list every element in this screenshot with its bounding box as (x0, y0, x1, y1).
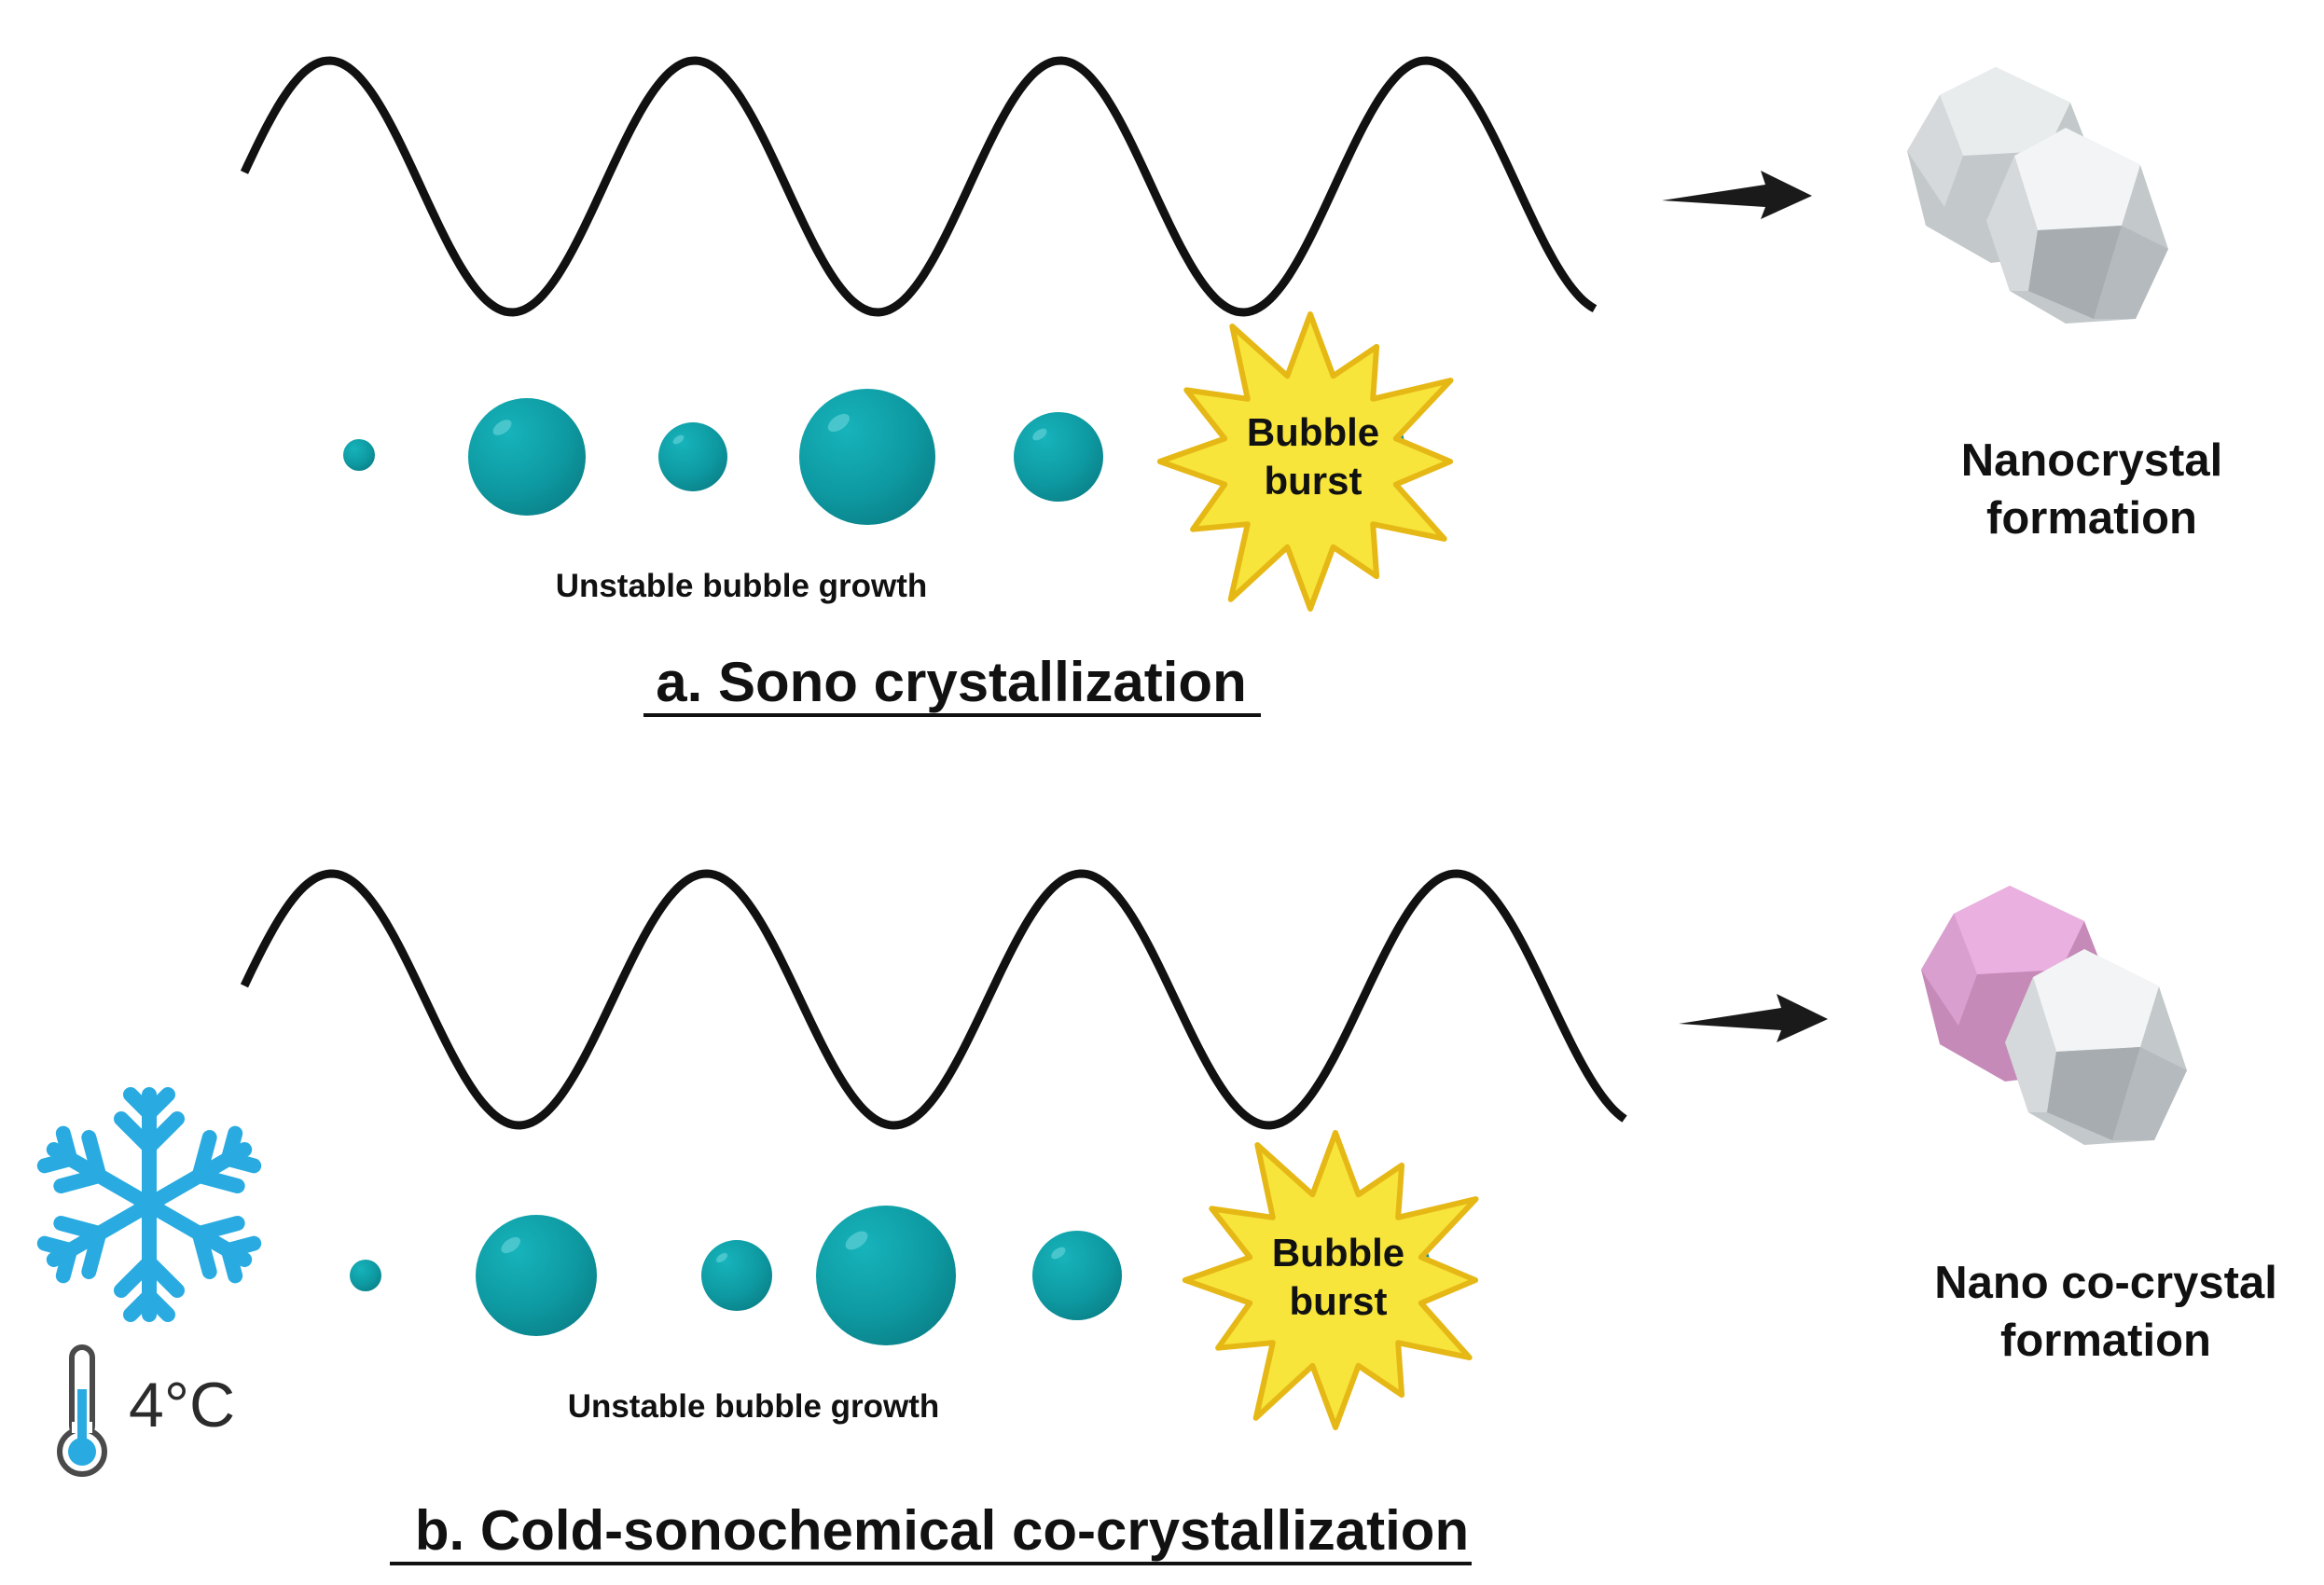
snowflake-arm (142, 1125, 262, 1212)
snowflake-arm (114, 1087, 185, 1212)
result-label-line2: formation (2000, 1316, 2211, 1366)
nano-co-crystal-icon (1921, 886, 2187, 1145)
bubble-growth-label: Unstable bubble growth (556, 568, 928, 604)
bubble-highlight (492, 420, 512, 435)
bubble (799, 389, 935, 525)
burst-star (1156, 311, 1454, 612)
ultrasound-wave (240, 869, 1627, 1130)
result-label-line2: formation (1986, 493, 2197, 544)
arrow-right-icon (1679, 994, 1828, 1042)
bubble (350, 1260, 381, 1291)
bubble-row (343, 389, 1103, 525)
panel-b: Bubble burst Unstable bubble growth Nano… (36, 869, 2277, 1565)
bubble (1014, 412, 1103, 502)
snowflake-arm (36, 1197, 157, 1284)
result-label-line1: Nanocrystal (1961, 435, 2223, 486)
bubble-highlight (1051, 1247, 1066, 1260)
burst-label-line1: Bubble (1272, 1231, 1404, 1275)
arrow-right-icon (1662, 171, 1812, 219)
burst-label-line2: burst (1290, 1279, 1388, 1323)
temperature-label: 4°C (129, 1370, 235, 1440)
bubble-highlight (716, 1252, 728, 1263)
nanocrystal-icon (1907, 67, 2168, 324)
bubble-highlight (845, 1231, 868, 1250)
snowflake-arm (142, 1197, 262, 1284)
bubble-burst: Bubble burst (1156, 311, 1454, 612)
burst-label-line2: burst (1265, 459, 1363, 503)
bubble-highlight (672, 434, 685, 445)
bubble-burst: Bubble burst (1182, 1130, 1479, 1430)
burst-label-line1: Bubble (1247, 410, 1379, 454)
bubble (701, 1240, 772, 1311)
ultrasound-wave (240, 56, 1598, 317)
panel-title: a. Sono crystallization (656, 651, 1247, 713)
bubble-highlight (501, 1236, 520, 1254)
panel-a: Bubble burst Unstable bubble growth Nano… (240, 56, 2223, 717)
bubble (476, 1215, 597, 1336)
bubble-row (350, 1206, 1122, 1345)
bubble-highlight (1032, 428, 1047, 441)
snowflake-icon (36, 1087, 262, 1322)
bubble (468, 398, 586, 516)
bubble (658, 422, 727, 491)
bubble (816, 1206, 956, 1345)
snowflake-arm (114, 1197, 185, 1322)
panel-title: b. Cold-sonochemical co-crystallization (415, 1499, 1469, 1562)
burst-star (1182, 1130, 1479, 1430)
bubble-highlight (827, 413, 850, 433)
bubble-growth-label: Unstable bubble growth (568, 1388, 940, 1425)
thermometer-icon (57, 1344, 107, 1477)
result-label-line1: Nano co-crystal (1934, 1258, 2277, 1308)
snowflake-arm (36, 1125, 157, 1212)
bubble (1032, 1231, 1122, 1320)
bubble (343, 439, 375, 471)
